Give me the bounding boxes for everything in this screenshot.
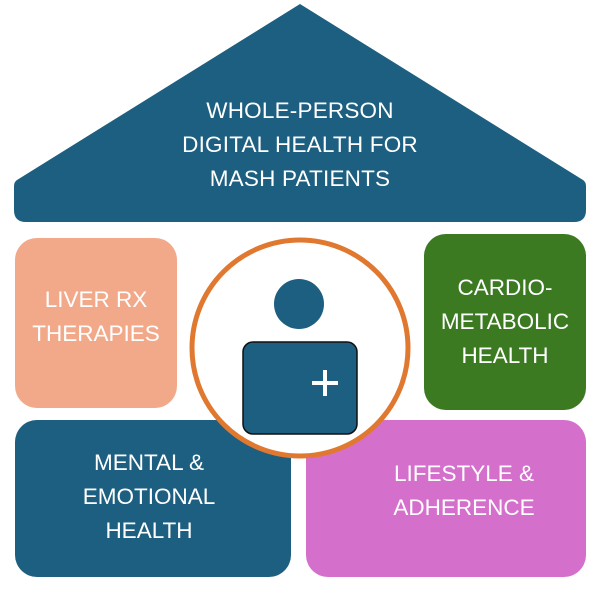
pillar-cardio-line-3: HEALTH [461, 343, 549, 368]
house-title: WHOLE-PERSON DIGITAL HEALTH FOR MASH PAT… [100, 94, 500, 196]
pillar-cardio-label: CARDIO- METABOLIC HEALTH [424, 271, 586, 373]
pillar-mental-line-1: MENTAL & [93, 449, 205, 475]
pillar-mental-label: MENTAL & EMOTIONAL HEALTH [7, 446, 291, 548]
roof-shape [14, 4, 586, 222]
pillar-cardio-metabolic-health: CARDIO- METABOLIC HEALTH [424, 234, 586, 410]
person-with-plus-icon [242, 279, 358, 435]
roof-fill [14, 4, 586, 222]
pillar-lifestyle-adherence: LIFESTYLE & ADHERENCE [306, 420, 586, 577]
pillar-mental-line-3: HEALTH [105, 517, 193, 543]
pillar-liver-line-1: LIVER RX [44, 287, 148, 312]
pillar-liver-line-2: THERAPIES [32, 321, 160, 346]
pillar-liver-rx-therapies: LIVER RX THERAPIES [15, 238, 177, 408]
house-title-line-2: DIGITAL HEALTH FOR [182, 132, 418, 157]
pillar-mental-emotional-health: MENTAL & EMOTIONAL HEALTH [15, 420, 291, 577]
pillar-liver-label: LIVER RX THERAPIES [15, 283, 177, 351]
patient-center-circle [189, 237, 411, 459]
pillar-cardio-line-1: CARDIO- [457, 275, 553, 300]
plus-icon-horizontal [312, 381, 338, 385]
pillar-mental-line-2: EMOTIONAL [82, 483, 216, 509]
house-title-line-1: WHOLE-PERSON [206, 98, 394, 123]
person-body-icon [242, 341, 358, 435]
pillar-lifestyle-line-2: ADHERENCE [393, 494, 535, 520]
pillar-lifestyle-label: LIFESTYLE & ADHERENCE [342, 457, 586, 525]
pillar-cardio-line-2: METABOLIC [440, 309, 570, 334]
pillar-lifestyle-line-1: LIFESTYLE & [393, 460, 535, 486]
house-title-line-3: MASH PATIENTS [209, 166, 391, 191]
person-head-icon [274, 279, 324, 329]
